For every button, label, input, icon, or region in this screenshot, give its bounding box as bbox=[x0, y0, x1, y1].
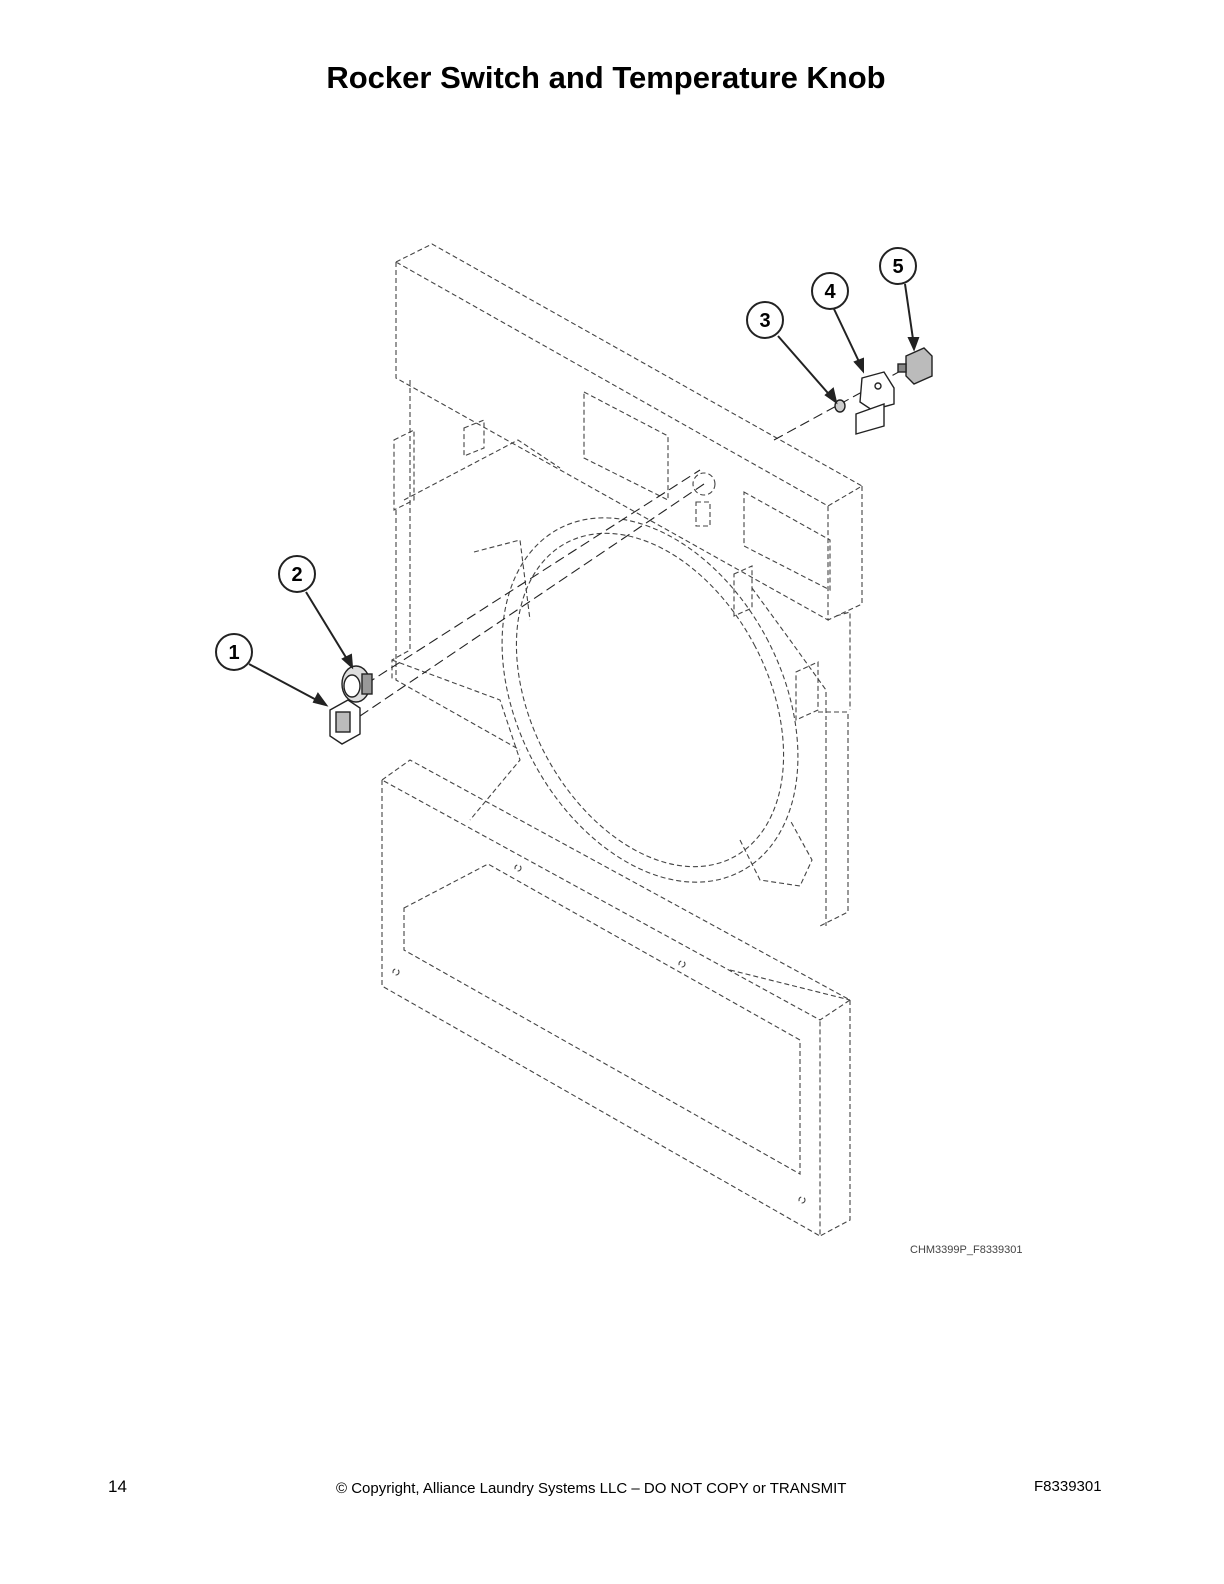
mounting-bracket-part bbox=[855, 371, 895, 435]
callout-number-4: 4 bbox=[824, 281, 836, 303]
callout-circle-3 bbox=[746, 301, 784, 339]
callout-number-1: 1 bbox=[228, 642, 239, 664]
page-title: Rocker Switch and Temperature Knob bbox=[326, 60, 886, 95]
document-number: F8339301 bbox=[1034, 1478, 1102, 1495]
washer-part bbox=[834, 399, 846, 413]
callout-number-2: 2 bbox=[291, 564, 302, 586]
callout-leader-5 bbox=[904, 283, 920, 352]
callout-circle-5 bbox=[879, 247, 917, 285]
drum-opening-outline bbox=[391, 517, 813, 887]
lower-panel-outline bbox=[380, 759, 852, 1237]
callout-circle-2 bbox=[278, 555, 316, 593]
front-frame-outline bbox=[391, 380, 851, 927]
callout-leader-4 bbox=[833, 308, 864, 374]
page-number: 14 bbox=[108, 1477, 127, 1496]
control-panel-outline bbox=[394, 243, 864, 621]
temperature-knob-part bbox=[341, 665, 373, 703]
callout-leader-1 bbox=[248, 663, 329, 707]
thermostat-switch-part bbox=[897, 347, 933, 385]
callout-number-3: 3 bbox=[759, 310, 770, 332]
assembly-guide-lines bbox=[359, 367, 907, 717]
callout-circle-1 bbox=[215, 633, 253, 671]
callout-leader-3 bbox=[777, 335, 838, 405]
callout-circle-4 bbox=[811, 272, 849, 310]
callout-leader-2 bbox=[305, 591, 354, 670]
callout-number-5: 5 bbox=[892, 256, 903, 278]
figure-code: CHM3399P_F8339301 bbox=[910, 1244, 1023, 1256]
rocker-switch-part bbox=[329, 699, 361, 745]
copyright-notice: © Copyright, Alliance Laundry Systems LL… bbox=[336, 1480, 847, 1497]
